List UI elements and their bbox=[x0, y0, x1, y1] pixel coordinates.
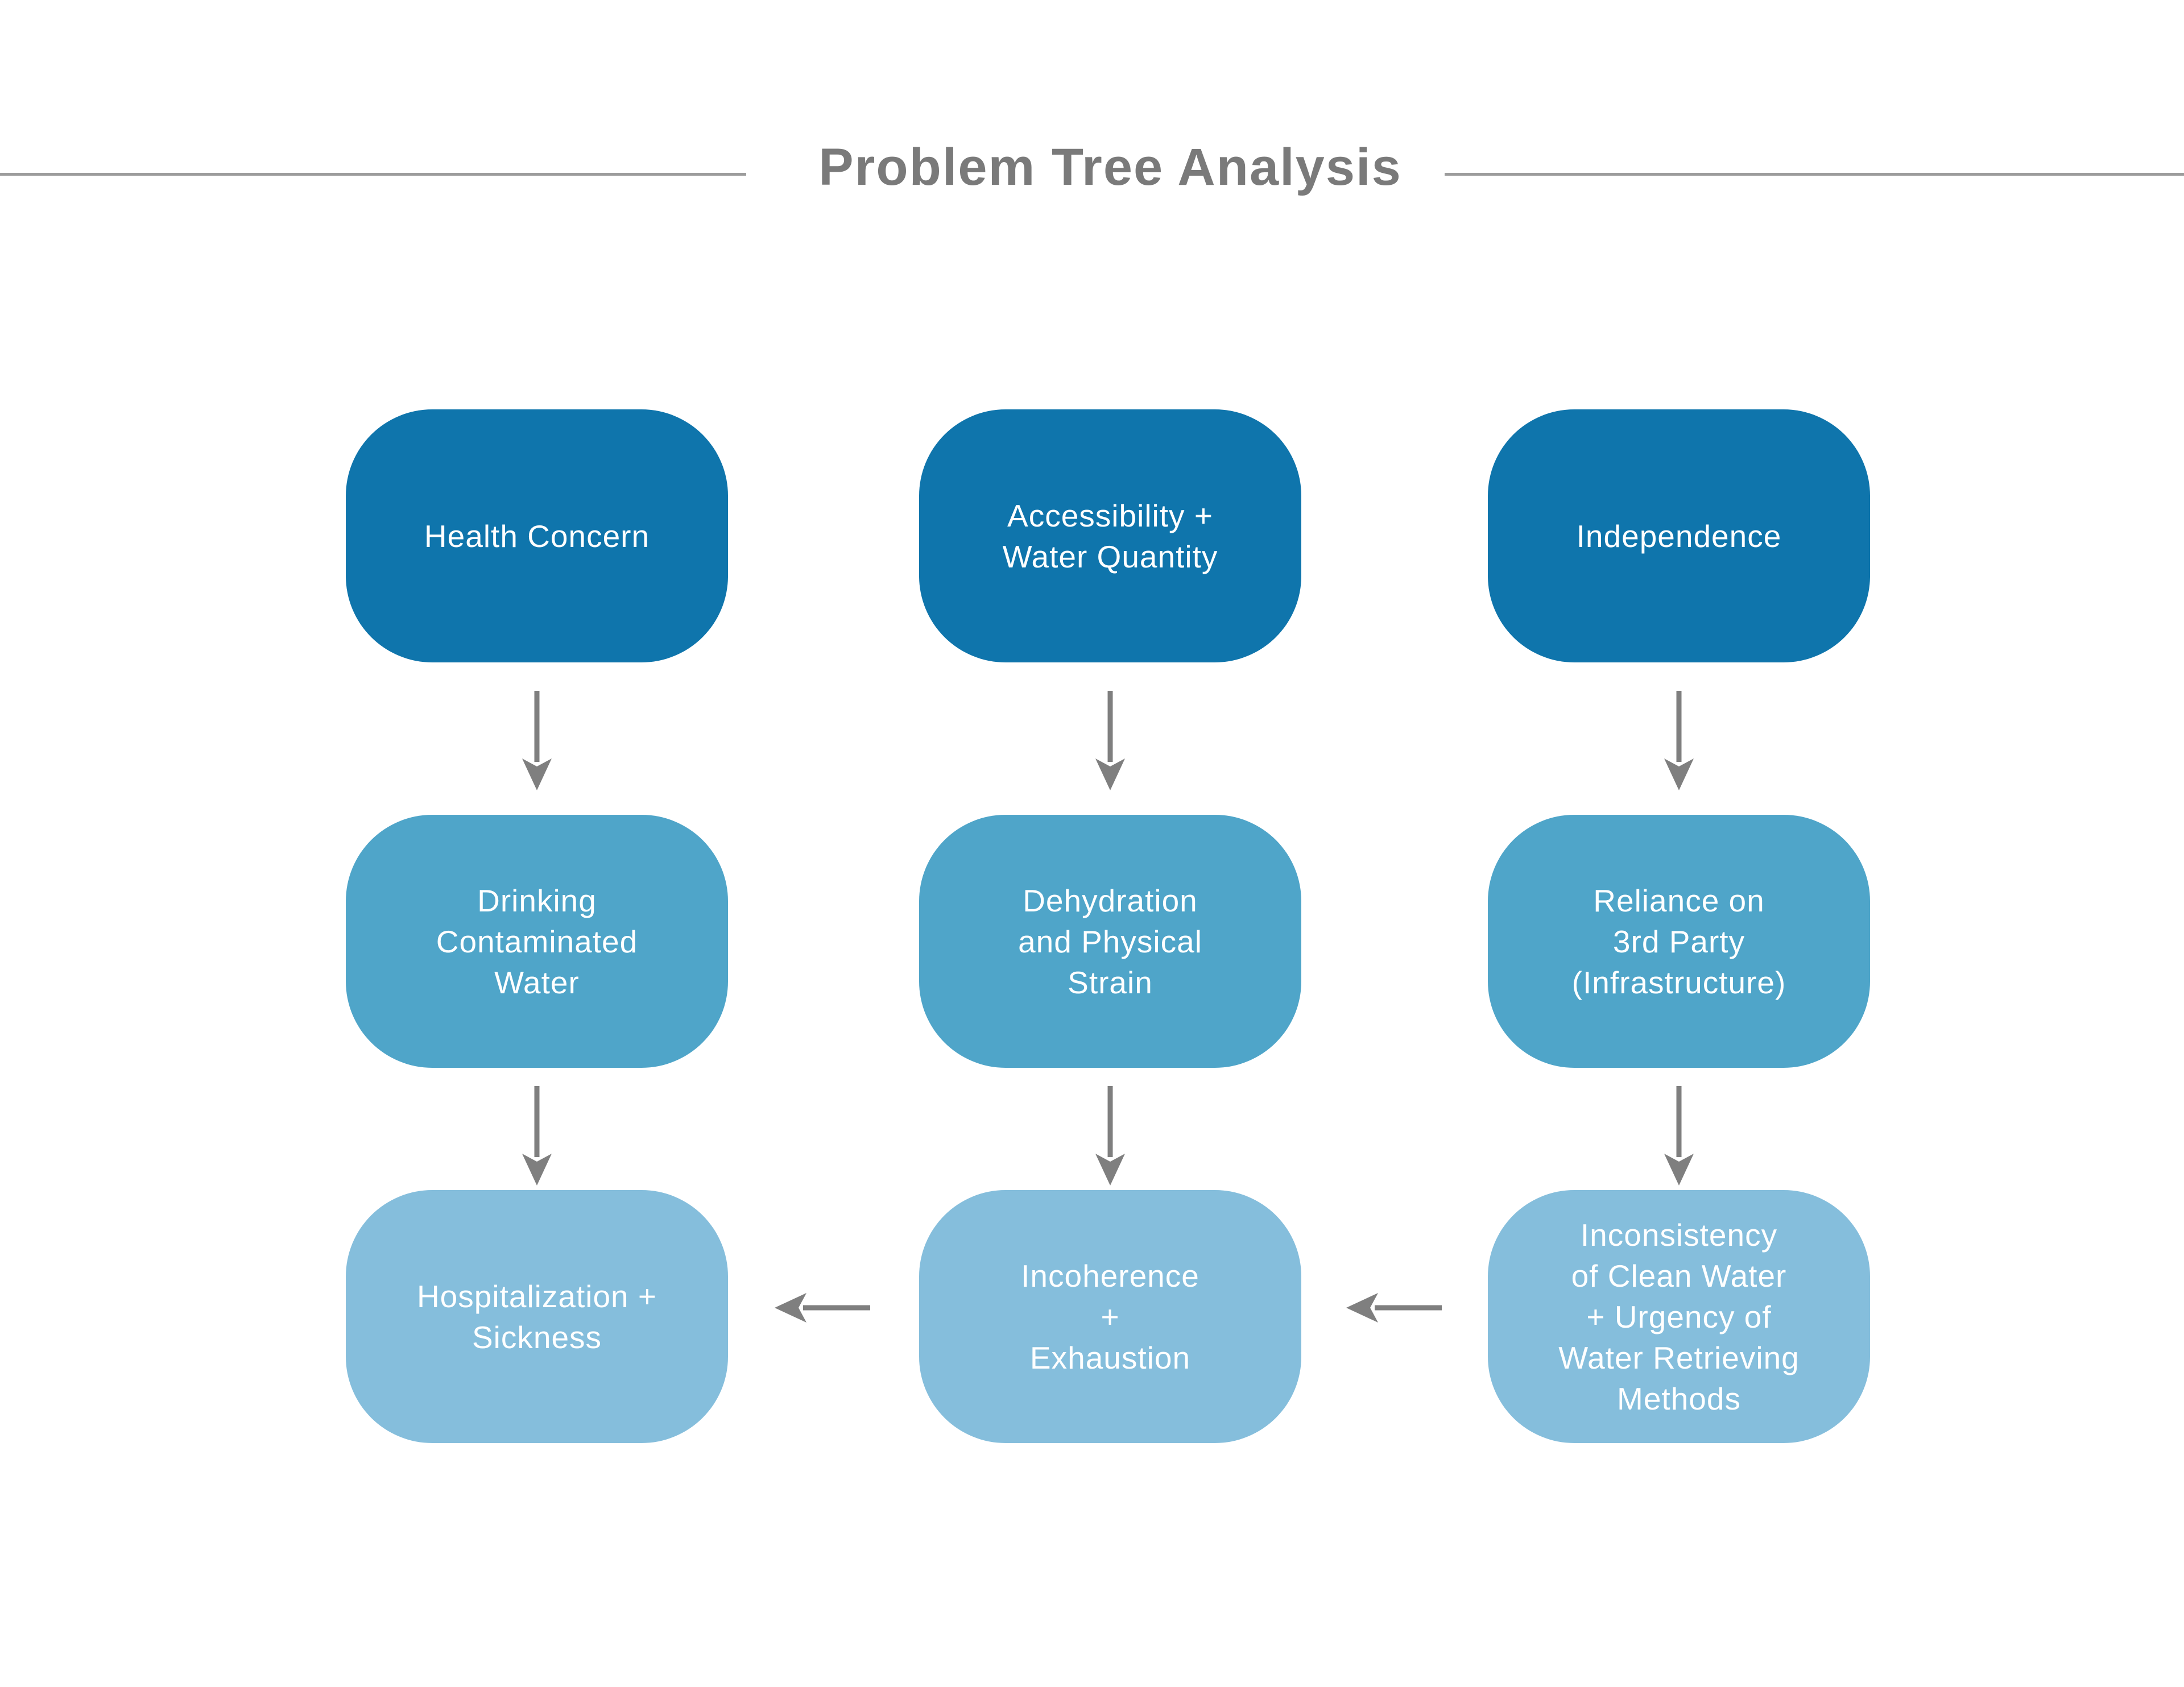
box-incoherence-exhaustion: Incoherence + Exhaustion bbox=[919, 1190, 1301, 1443]
arrow-left-icon bbox=[1346, 1293, 1442, 1323]
arrow-down-icon bbox=[522, 691, 552, 790]
arrow-down-icon bbox=[1095, 1086, 1125, 1186]
box-reliance-3rd-party: Reliance on 3rd Party (Infrastructure) bbox=[1488, 815, 1870, 1068]
arrow-left-icon bbox=[775, 1293, 870, 1323]
box-hospitalization-sickness: Hospitalization + Sickness bbox=[346, 1190, 728, 1443]
arrow-down-icon bbox=[1664, 1086, 1694, 1186]
title-rule-left bbox=[0, 173, 746, 176]
arrow-down-icon bbox=[522, 1086, 552, 1186]
arrow-down-icon bbox=[1095, 691, 1125, 790]
box-accessibility-water-quantity: Accessibility + Water Quantity bbox=[919, 409, 1301, 662]
box-inconsistency-clean-water: Inconsistency of Clean Water + Urgency o… bbox=[1488, 1190, 1870, 1443]
box-independence: Independence bbox=[1488, 409, 1870, 662]
arrow-down-icon bbox=[1664, 691, 1694, 790]
title-rule-right bbox=[1445, 173, 2184, 176]
box-health-concern: Health Concern bbox=[346, 409, 728, 662]
page-title: Problem Tree Analysis bbox=[818, 138, 1402, 196]
box-drinking-contaminated-water: Drinking Contaminated Water bbox=[346, 815, 728, 1068]
box-dehydration-physical-strain: Dehydration and Physical Strain bbox=[919, 815, 1301, 1068]
